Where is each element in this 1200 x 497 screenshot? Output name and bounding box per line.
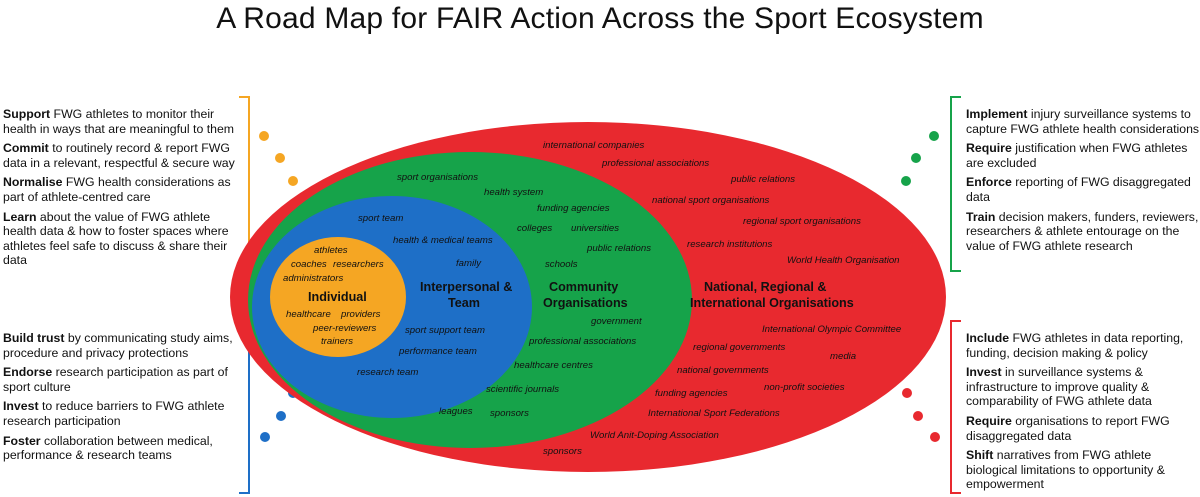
action-item: Implement injury surveillance systems to… xyxy=(966,107,1200,136)
action-item: Invest to reduce barriers to FWG athlete… xyxy=(3,399,225,428)
page-title: A Road Map for FAIR Action Across the Sp… xyxy=(216,2,984,35)
interpersonal-title: Team xyxy=(448,296,480,310)
national-item: non-profit societies xyxy=(764,382,845,393)
individual-item: researchers xyxy=(333,259,384,270)
individual-ellipse xyxy=(270,237,406,357)
action-item: Train decision makers, funders, reviewer… xyxy=(966,209,1199,253)
right-top-dot xyxy=(901,176,911,186)
right-top-dot xyxy=(911,153,921,163)
national-item: national governments xyxy=(677,365,769,376)
action-item: Commit to routinely record & report FWG … xyxy=(3,141,235,170)
action-item: Build trust by communicating study aims,… xyxy=(3,331,233,360)
left-top-dot xyxy=(275,153,285,163)
right-top-actions: Implement injury surveillance systems to… xyxy=(966,107,1200,258)
interpersonal-item: health & medical teams xyxy=(393,235,493,246)
national-title: International Organisations xyxy=(690,296,854,310)
community-item: healthcare centres xyxy=(514,360,593,371)
individual-item: athletes xyxy=(314,245,348,256)
individual-title: Individual xyxy=(308,290,367,304)
action-item: Enforce reporting of FWG disaggregated d… xyxy=(966,175,1191,204)
interpersonal-item: sport support team xyxy=(405,325,485,336)
right-bottom-dot xyxy=(913,411,923,421)
left-bottom-dot xyxy=(276,411,286,421)
community-item: scientific journals xyxy=(486,384,559,395)
right-top-bracket xyxy=(950,96,961,272)
national-item: International Sport Federations xyxy=(648,408,780,419)
national-item: public relations xyxy=(730,174,795,185)
right-bottom-actions: Include FWG athletes in data reporting, … xyxy=(966,331,1200,497)
national-item: funding agencies xyxy=(655,388,728,399)
left-bottom-dot xyxy=(260,432,270,442)
national-item: World Health Organisation xyxy=(787,255,900,266)
community-item: leagues xyxy=(439,406,473,417)
national-item: regional governments xyxy=(693,342,785,353)
left-top-dot xyxy=(288,176,298,186)
action-item: Endorse research participation as part o… xyxy=(3,365,228,394)
community-title: Community xyxy=(549,280,618,294)
right-bottom-dot xyxy=(930,432,940,442)
national-item: sponsors xyxy=(543,446,582,457)
action-item: Shift narratives from FWG athlete biolog… xyxy=(966,448,1165,492)
community-item: public relations xyxy=(586,243,651,254)
national-item: regional sport organisations xyxy=(743,216,861,227)
right-top-dot xyxy=(929,131,939,141)
action-item: Include FWG athletes in data reporting, … xyxy=(966,331,1184,360)
interpersonal-item: research team xyxy=(357,367,418,378)
national-item: professional associations xyxy=(601,158,709,169)
action-item: Support FWG athletes to monitor their he… xyxy=(3,107,235,136)
national-title: National, Regional & xyxy=(704,280,826,294)
community-item: schools xyxy=(545,259,578,270)
national-item: media xyxy=(830,351,856,362)
individual-item: trainers xyxy=(321,336,353,347)
individual-item: healthcare xyxy=(286,309,331,320)
community-item: health system xyxy=(484,187,543,198)
interpersonal-item: performance team xyxy=(398,346,477,357)
individual-item: coaches xyxy=(291,259,327,270)
community-item: funding agencies xyxy=(537,203,610,214)
left-bottom-actions: Build trust by communicating study aims,… xyxy=(3,331,238,468)
left-top-actions: Support FWG athletes to monitor their he… xyxy=(3,107,238,273)
action-item: Require justification when FWG athletes … xyxy=(966,141,1188,170)
action-item: Require organisations to report FWG disa… xyxy=(966,413,1170,443)
action-item: Learn about the value of FWG athlete hea… xyxy=(3,209,229,268)
action-item: Normalise FWG health considerations as p… xyxy=(3,175,231,204)
community-item: sport organisations xyxy=(397,172,478,183)
left-top-dot xyxy=(259,131,269,141)
community-item: universities xyxy=(571,223,619,234)
national-item: national sport organisations xyxy=(652,195,770,206)
interpersonal-item: sport team xyxy=(358,213,403,224)
community-item: sponsors xyxy=(490,408,529,419)
action-item: Foster collaboration between medical, pe… xyxy=(3,433,213,463)
interpersonal-title: Interpersonal & xyxy=(420,280,512,294)
action-item: Invest in surveillance systems & infrast… xyxy=(966,365,1152,409)
interpersonal-item: family xyxy=(456,258,482,269)
national-item: research institutions xyxy=(687,239,773,250)
right-bottom-dot xyxy=(902,388,912,398)
community-item: colleges xyxy=(517,223,552,234)
national-item: international companies xyxy=(543,140,645,151)
community-item: government xyxy=(591,316,642,327)
national-item: World Anit-Doping Association xyxy=(590,430,719,441)
individual-item: administrators xyxy=(283,273,343,284)
community-item: professional associations xyxy=(528,336,636,347)
community-title: Organisations xyxy=(543,296,628,310)
national-item: International Olympic Committee xyxy=(762,324,901,335)
individual-item: providers xyxy=(340,309,381,320)
individual-item: peer-reviewers xyxy=(312,323,376,334)
